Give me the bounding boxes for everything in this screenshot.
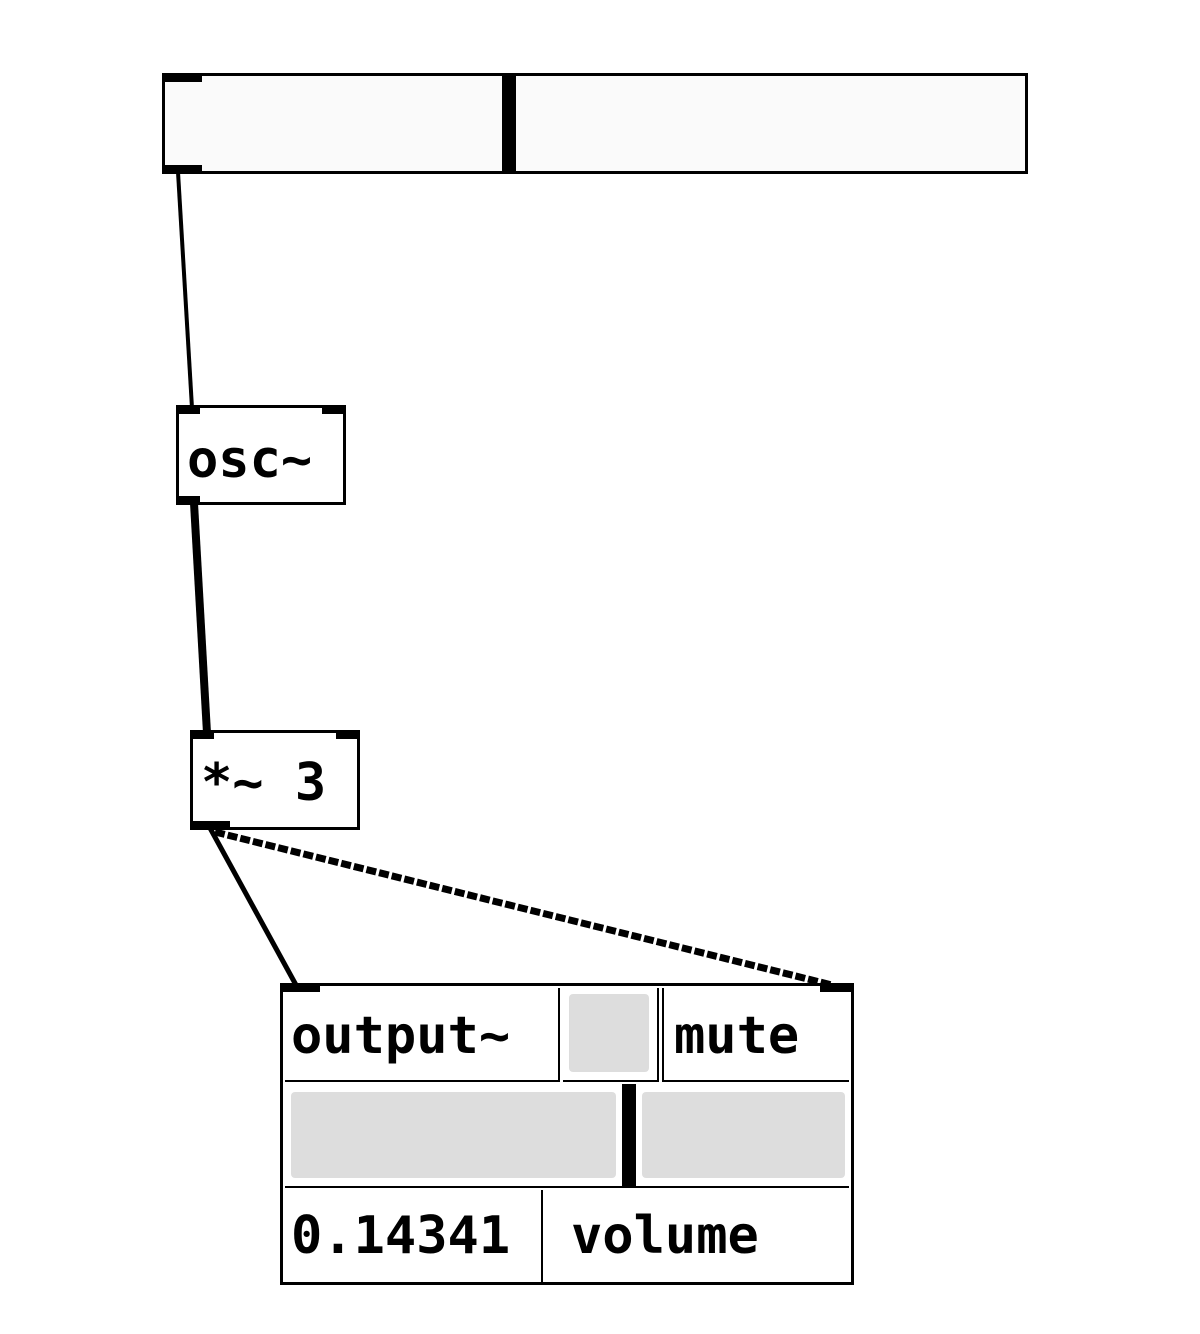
slider-inlet bbox=[162, 73, 202, 82]
outlet bbox=[176, 496, 200, 505]
inlet-left bbox=[280, 983, 320, 992]
volume-number-box[interactable]: 0.14341 bbox=[285, 1190, 543, 1282]
cord-slider-to-osc[interactable] bbox=[176, 171, 194, 409]
mute-label: mute bbox=[674, 1006, 800, 1066]
output-title-box: output~ bbox=[285, 988, 560, 1082]
slider-outlet bbox=[162, 165, 202, 174]
mute-button[interactable]: mute bbox=[662, 988, 849, 1082]
osc-object[interactable]: osc~ bbox=[176, 405, 346, 505]
volume-slider-track-right bbox=[642, 1092, 845, 1178]
outlet bbox=[190, 821, 230, 830]
inlet-right bbox=[322, 405, 346, 414]
dsp-toggle[interactable] bbox=[569, 994, 649, 1072]
slider-knob[interactable] bbox=[502, 76, 516, 171]
inlet-left bbox=[176, 405, 200, 414]
inlet-right bbox=[820, 983, 854, 992]
osc-label: osc~ bbox=[187, 430, 313, 490]
volume-slider-track-left bbox=[291, 1092, 617, 1178]
inlet-right bbox=[336, 730, 360, 739]
output-abstraction[interactable]: output~ mute 0.14341 volume bbox=[280, 983, 854, 1285]
volume-slider-knob[interactable] bbox=[622, 1084, 637, 1186]
cord-mult-to-output-left[interactable] bbox=[207, 826, 299, 987]
cord-mult-to-output-right[interactable] bbox=[214, 828, 833, 989]
volume-slider[interactable] bbox=[285, 1084, 849, 1188]
multiply-label: *~ 3 bbox=[201, 753, 327, 813]
dsp-toggle-box bbox=[563, 988, 659, 1082]
horizontal-slider[interactable] bbox=[162, 73, 1028, 174]
output-title: output~ bbox=[291, 1006, 511, 1066]
volume-label: volume bbox=[571, 1206, 759, 1266]
multiply-object[interactable]: *~ 3 bbox=[190, 730, 360, 830]
volume-label-box: volume bbox=[545, 1190, 849, 1282]
volume-value: 0.14341 bbox=[291, 1206, 511, 1266]
cord-osc-to-mult[interactable] bbox=[190, 502, 211, 734]
inlet-left bbox=[190, 730, 214, 739]
